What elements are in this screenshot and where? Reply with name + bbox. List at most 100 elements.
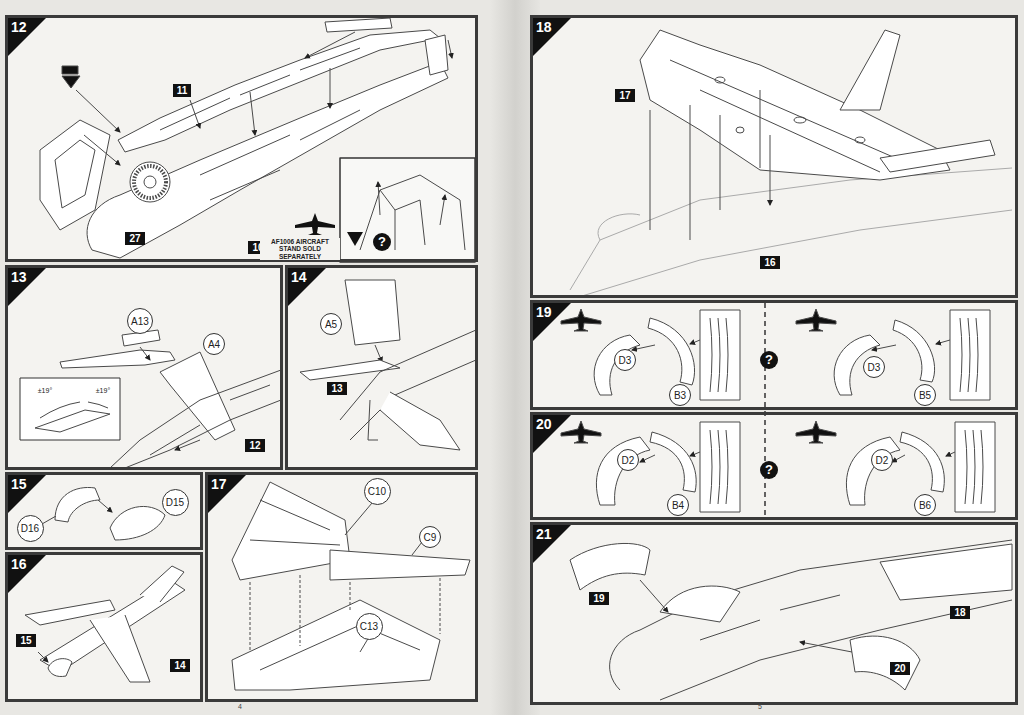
option-mark: ?	[373, 233, 391, 251]
kit-drawing	[425, 35, 448, 75]
kit-drawing	[360, 175, 465, 250]
kit-drawing	[570, 168, 1012, 296]
kit-drawing	[610, 540, 1012, 700]
part-callout: D2	[617, 449, 639, 471]
part-callout: B5	[914, 384, 936, 406]
kit-drawing	[368, 400, 378, 440]
kit-drawing	[660, 586, 740, 622]
step-number: 15	[11, 476, 27, 492]
kit-drawing	[561, 309, 601, 331]
kit-drawing	[440, 195, 445, 225]
step-number: 20	[536, 416, 552, 432]
panel-ground	[205, 472, 478, 702]
part-number: D2	[622, 455, 635, 466]
kit-drawing	[632, 345, 655, 350]
step-corner	[5, 15, 574, 596]
angle-label: ±19°	[95, 387, 111, 395]
kit-drawing	[330, 68, 331, 108]
step-number: 13	[11, 269, 27, 285]
kit-drawing	[345, 503, 422, 652]
panel-ground	[530, 300, 1018, 410]
kit-drawing	[62, 76, 80, 88]
kit-drawing	[380, 392, 460, 450]
option-mark: ?	[760, 351, 778, 369]
kit-drawing	[855, 137, 865, 143]
kit-drawing	[98, 500, 112, 512]
step-panel: 17C10C9C13	[205, 472, 478, 702]
part-number: B6	[919, 500, 931, 511]
step-panel: 14A5	[285, 265, 478, 470]
step-corner	[5, 472, 49, 516]
part-callout: A13	[127, 308, 153, 334]
step-panel: 21	[530, 522, 1018, 705]
kit-drawing	[20, 18, 1012, 700]
step-corner	[5, 265, 49, 309]
step-corner	[5, 15, 49, 59]
part-callout: C13	[356, 613, 383, 640]
reference-number: 20	[890, 662, 909, 675]
reference-number: 13	[327, 382, 346, 395]
kit-drawing	[375, 345, 382, 362]
kit-drawing	[448, 40, 452, 58]
part-number: B3	[674, 390, 686, 401]
kit-drawing	[35, 410, 110, 432]
kit-drawing	[700, 422, 740, 512]
kit-drawing	[872, 345, 896, 350]
kit-drawing	[561, 421, 601, 443]
step-number: 21	[536, 526, 552, 542]
kit-drawing	[715, 77, 725, 83]
kit-drawing	[840, 30, 900, 110]
kit-drawing	[260, 625, 420, 670]
panel-ground	[5, 265, 283, 470]
kit-drawing	[60, 350, 175, 368]
kit-drawing	[650, 432, 696, 492]
kit-drawing	[850, 636, 920, 690]
kit-drawing	[946, 452, 955, 456]
kit-drawing	[76, 90, 120, 132]
panel-ground	[5, 472, 203, 550]
kit-drawing	[570, 543, 650, 590]
kit-drawing	[700, 595, 840, 640]
kit-drawing	[250, 500, 340, 545]
kit-drawing	[110, 370, 281, 468]
kit-drawing	[955, 422, 995, 512]
kit-drawing	[950, 310, 990, 400]
option-mark: ?	[760, 461, 778, 479]
reference-number: 19	[589, 592, 608, 605]
page-number: 4	[238, 703, 242, 711]
kit-drawing	[892, 455, 905, 462]
kit-drawing	[40, 402, 108, 418]
kit-drawing	[880, 140, 995, 172]
kit-drawing	[690, 452, 700, 456]
step-panel: 12	[5, 15, 478, 262]
kit-drawing	[378, 182, 380, 215]
kit-drawing	[200, 110, 360, 200]
part-number: C10	[368, 486, 386, 497]
panel-ground	[5, 552, 203, 702]
kit-drawing	[20, 378, 120, 440]
kit-drawing	[42, 516, 56, 524]
step-corner	[5, 552, 49, 596]
part-number: B4	[672, 500, 684, 511]
part-number: C9	[424, 532, 437, 543]
kit-drawing	[690, 340, 700, 344]
kit-drawing	[650, 105, 770, 240]
step-number: 12	[11, 19, 27, 35]
kit-drawing	[594, 335, 640, 395]
angle-label: ±19°	[37, 387, 53, 395]
kit-drawing	[648, 318, 695, 385]
divider	[764, 303, 766, 517]
step-panel: 16	[5, 552, 203, 702]
kit-drawing	[84, 135, 120, 165]
panel-ground	[530, 412, 1018, 520]
step-panel: 13A13A4	[5, 265, 283, 470]
kit-drawing	[846, 437, 900, 505]
part-callout: A5	[320, 313, 342, 335]
kit-drawing	[144, 176, 156, 188]
part-number: D15	[166, 497, 184, 508]
part-callout: C9	[419, 526, 441, 548]
kit-drawing	[640, 580, 668, 612]
part-callout: C10	[364, 478, 391, 505]
kit-drawing	[640, 455, 655, 462]
